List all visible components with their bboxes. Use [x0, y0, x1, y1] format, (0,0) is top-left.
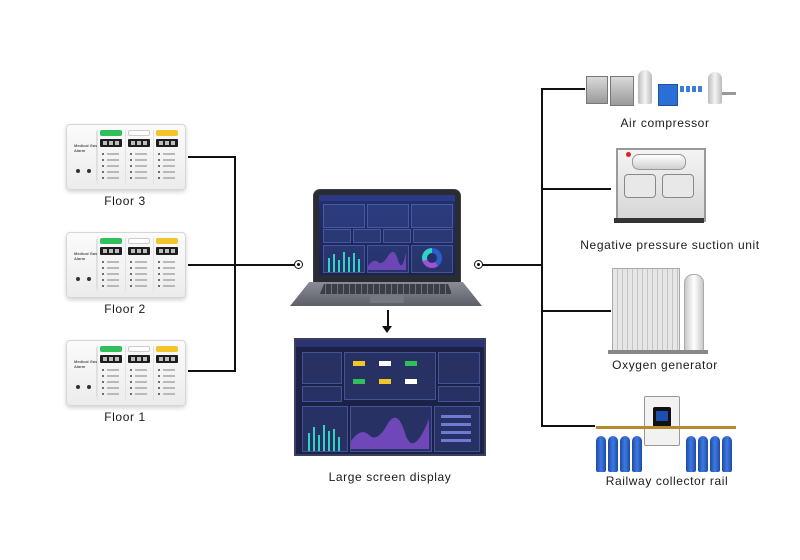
air-tank: [708, 72, 722, 104]
compressor-unit: [586, 76, 608, 104]
gas-cylinder: [632, 436, 642, 472]
connector-floor1: [188, 370, 236, 372]
laptop-keyboard: [320, 284, 452, 294]
collector-rail-node: Railway collector rail: [592, 392, 742, 492]
generator-base: [608, 350, 708, 354]
oxygen-tank: [684, 274, 704, 352]
connector-oxygen-generator: [541, 310, 611, 312]
panel-logo: Medical Gas Alarm: [72, 347, 97, 397]
suction-unit-node: Negative pressure suction unit: [570, 140, 770, 254]
left-to-laptop-connector: [234, 264, 296, 266]
large-screen-display-label: Large screen display: [328, 470, 452, 484]
floor-2-node: Medical Gas Alarm Floor 2: [66, 232, 186, 322]
connector-suction-unit: [541, 188, 611, 190]
floor-3-node: Medical Gas Alarm Floor 3: [66, 124, 186, 214]
laptop-to-right-connector: [482, 264, 542, 266]
gas-cylinder: [620, 436, 630, 472]
large-screen-display: [294, 338, 486, 456]
manifold-pipe: [596, 426, 736, 429]
panel-logo: Medical Gas Alarm: [72, 239, 97, 289]
gas-cylinder: [698, 436, 708, 472]
floor-3-alarm-panel: Medical Gas Alarm: [66, 124, 186, 190]
gas-cylinder: [608, 436, 618, 472]
right-bus-vertical: [541, 88, 543, 426]
laptop-dashboard-screen: [319, 195, 455, 275]
floor-1-label: Floor 1: [104, 410, 146, 424]
air-tank: [638, 70, 652, 104]
connector-floor2: [188, 264, 236, 266]
vacuum-pump: [662, 174, 694, 198]
floor-2-label: Floor 2: [104, 302, 146, 316]
suction-tank: [632, 154, 686, 170]
suction-unit-label: Negative pressure suction unit: [580, 238, 760, 252]
oxygen-generator-label: Oxygen generator: [612, 358, 718, 372]
filter-row: [680, 86, 704, 92]
floor-1-node: Medical Gas Alarm Floor 1: [66, 340, 186, 430]
heat-exchanger: [612, 268, 680, 354]
dryer-unit: [658, 84, 678, 106]
oxygen-generator-node: Oxygen generator: [590, 264, 760, 374]
connector-air-compressor: [541, 88, 585, 90]
gas-cylinder: [722, 436, 732, 472]
suction-base: [614, 218, 704, 223]
connector-collector-rail: [541, 425, 595, 427]
laptop-to-display-connector: [387, 310, 389, 328]
gas-cylinder: [596, 436, 606, 472]
arrow-down-icon: [382, 326, 392, 333]
panel-logo: Medical Gas Alarm: [72, 131, 97, 181]
manifold-controller: [644, 396, 680, 446]
floor-1-alarm-panel: Medical Gas Alarm: [66, 340, 186, 406]
outlet-pipe: [722, 92, 736, 95]
floor-3-label: Floor 3: [104, 194, 146, 208]
collector-rail-label: Railway collector rail: [605, 474, 729, 488]
red-valve: [626, 152, 631, 157]
gas-cylinder: [686, 436, 696, 472]
vacuum-pump: [624, 174, 656, 198]
gas-cylinder: [710, 436, 720, 472]
floor-2-alarm-panel: Medical Gas Alarm: [66, 232, 186, 298]
laptop-left-port: [294, 260, 303, 269]
laptop-lid: [314, 190, 460, 282]
compressor-unit: [610, 76, 634, 106]
air-compressor-node: Air compressor: [580, 64, 750, 134]
air-compressor-label: Air compressor: [620, 116, 710, 130]
connector-floor3: [188, 156, 236, 158]
laptop-touchpad: [370, 295, 404, 303]
